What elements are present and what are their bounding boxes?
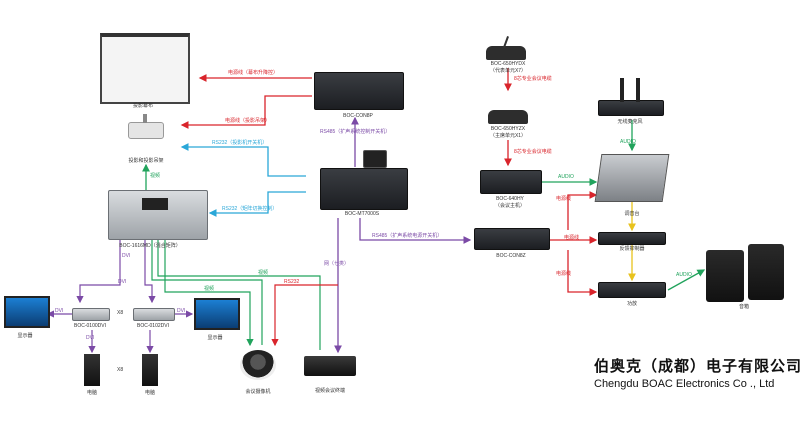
feedback-label: 反馈抑制器 [619,246,645,252]
recorder-label: 视频会议终端 [314,388,346,394]
cable-power-c: 电源线 [556,271,572,277]
cable-rs485-con8z: RS485（扩声系统电源开关机） [372,233,443,239]
cable-video-proj: 视频 [150,173,161,179]
mic-host-label: BOC-640HY [496,196,524,202]
cable-tie-b: 8芯专业会议电缆 [514,149,552,155]
touch-panel [363,150,387,168]
camera-device [240,350,276,380]
pc-left-label: 电脑 [86,390,98,396]
projector [128,122,164,139]
rx-label: BOC-0102DVI [137,323,169,329]
company-name-en: Chengdu BOAC Electronics Co ., Ltd [594,378,775,390]
wireless-mic-b [636,78,640,102]
mixer-device [594,154,670,202]
matrix-display [142,198,168,210]
boc-mt7000s-device [320,168,408,210]
cable-audio-b: AUDIO [620,139,636,145]
boc-mt7000s-label: BOC-MT7000S [344,211,380,217]
line-power-proj [180,95,312,129]
feedback-device [598,232,666,245]
speaker-left [706,250,744,302]
wireless-mic-label: 无线麦克风 [617,119,643,125]
company-name-cn: 伯奥克（成都）电子有限公司 [594,357,800,375]
line-dvi-a [76,240,121,304]
line-rs232-matrix [208,191,306,217]
display-left [4,296,50,328]
projector-mount [143,114,147,123]
line-audio-amp [667,269,706,291]
cable-rs232-proj: RS232（投影机开关机） [212,140,268,146]
line-rs232-cam [271,284,338,347]
mic-chair-unit [486,46,526,60]
mic-chair-sub: （代表单元X7） [489,68,527,74]
projector-screen-label: 投影幕布 [132,103,154,109]
line-power-amp [567,250,598,296]
pc-left [84,354,100,386]
line-video-rec [157,240,321,350]
amplifier-device [598,282,666,298]
wireless-receiver [598,100,664,116]
matrix-label: BOC-1616MD（混合矩阵） [119,243,181,249]
boc-con8z-device [474,228,550,250]
mic-dele-sub: （主席单元X1） [489,133,527,139]
line-rs232-proj [180,143,306,177]
cable-vga-b: 视频 [204,286,215,292]
mixer-label: 调音台 [624,211,640,217]
cable-dvi-c: DVI [55,308,64,314]
line-power-mixer [567,191,598,230]
line-rs485-con8z [359,218,472,244]
cable-dvi-a: DVI [122,253,131,259]
boc-con8z-label: BOC-CON8Z [496,253,526,259]
mic-dele-label: BOC-650HYZX [490,126,526,132]
speaker-right [748,244,784,300]
cable-vga-a: 视频 [258,270,269,276]
cable-power-a: 电源线 [556,196,572,202]
cable-dvi-b: DVI [118,279,127,285]
amplifier-label: 功放 [626,301,638,307]
mic-host-sub: （会议主机） [494,203,526,209]
tx-label: BOC-0100DVI [74,323,106,329]
projector-label: 投影和投影吊架 [128,158,164,164]
boc-con8p-device [314,72,404,110]
display-right [194,298,240,330]
line-video-cam [151,240,263,345]
cable-rs232-matrix: RS232（矩阵切换控制） [222,206,278,212]
boc-con8p-label: BOC-CON8P [343,113,373,119]
cable-dvi-e: DVI [86,335,95,341]
recorder-device [304,356,356,376]
line-dvi-b [144,240,156,304]
cable-x8-b: X8 [117,367,124,373]
cable-power-b: 电源线 [564,235,580,241]
cable-audio-c: AUDIO [676,272,692,278]
camera-label: 会议摄像机 [245,389,271,395]
cable-rs485-con8p: RS485（扩声系统控制开关机） [320,129,391,135]
tx-device [72,308,110,321]
cable-audio-a: AUDIO [558,174,574,180]
cable-dvi-d: DVI [177,308,186,314]
cable-net: 网（七类） [324,261,350,267]
display-right-label: 显示器 [207,335,223,341]
mic-dele-unit [488,110,528,124]
speakers-label: 音箱 [738,304,750,310]
wireless-mic-a [620,78,624,102]
rx-device [133,308,175,321]
cable-tie-a: 8芯专业会议电缆 [514,76,552,82]
mic-host-device [480,170,542,194]
mic-chair-label: BOC-650HYDX [490,61,526,67]
cable-x8-a: X8 [117,310,124,316]
cable-power-proj: 电源线（投影吊架） [225,118,271,124]
projector-screen [100,33,190,104]
cable-power-screen: 电源线（幕布升降控） [228,70,279,76]
pc-right-label: 电脑 [144,390,156,396]
pc-right [142,354,158,386]
display-left-label: 显示器 [17,333,33,339]
cable-rs232-cam: RS232 [284,279,300,285]
line-vga-cam [164,240,254,347]
